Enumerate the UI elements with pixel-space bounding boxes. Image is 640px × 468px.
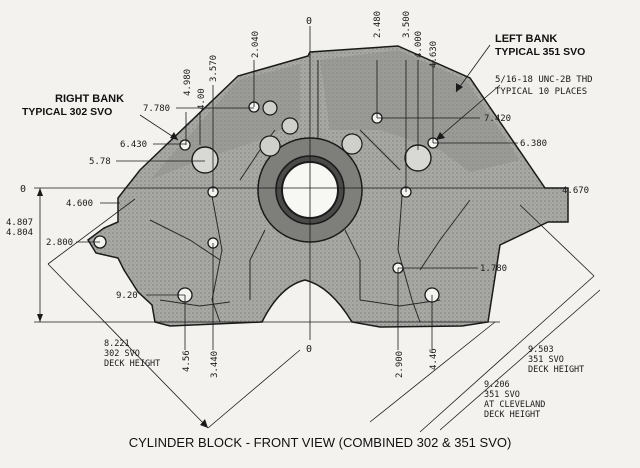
arrowhead (37, 314, 43, 322)
boss-center-2 (262, 100, 278, 116)
deck-diag-left-4 (369, 321, 496, 423)
dim-9206: 9.206 (484, 380, 510, 390)
dim-9206-cleveland: AT CLEVELAND (484, 400, 545, 410)
dim-4670: 4.670 (562, 186, 589, 196)
dim-9503: 9.503 (528, 345, 554, 355)
dim-9206-deck: DECK HEIGHT (484, 410, 540, 420)
dim-1780: 1.780 (480, 264, 507, 274)
deck-diag-left-2 (419, 275, 595, 433)
thread-note: 5/16-18 UNC-2B THD (495, 75, 593, 85)
dim-7780: 7.780 (143, 104, 170, 114)
arrowheads (37, 83, 463, 428)
leader-left-bank (455, 44, 491, 93)
water-passage-right (191, 146, 219, 174)
arrowhead (170, 132, 178, 140)
dim-9206-sub: 351 SVO (484, 390, 520, 400)
left-bank-sub: TYPICAL 351 SVO (495, 46, 585, 58)
dim-7420: 7.420 (484, 114, 511, 124)
left-bank-label: LEFT BANK (495, 33, 557, 45)
figure-caption: CYLINDER BLOCK - FRONT VIEW (COMBINED 30… (129, 435, 512, 450)
dim-4807: 4.807 (6, 218, 33, 228)
dim-3570: 3.570 (209, 55, 219, 82)
right-bank-sub: TYPICAL 302 SVO (22, 106, 112, 118)
boss-right-upper (259, 135, 281, 157)
arrowhead (200, 419, 208, 428)
dim-9503-sub: 351 SVO (528, 355, 564, 365)
deck-diag-left (519, 204, 595, 277)
web-lines (149, 60, 471, 323)
dim-8221: 8.221 (104, 339, 130, 349)
dim-400: 4.00 (197, 88, 207, 110)
dim-8221-sub: 302 SVO (104, 349, 140, 359)
dim-9503-deck: DECK HEIGHT (528, 365, 584, 375)
arrowhead (37, 188, 43, 196)
dim-4000: 4.000 (414, 31, 424, 58)
dim-456: 4.56 (182, 350, 192, 372)
right-bank-face (150, 64, 300, 180)
right-bank-label: RIGHT BANK (55, 93, 124, 105)
arrowhead (436, 132, 445, 140)
dim-2480: 2.480 (373, 11, 383, 38)
dim-3500: 3.500 (402, 11, 412, 38)
left-bank-face (320, 50, 520, 172)
dim-920: 9.20 (116, 291, 138, 301)
dim-4600: 4.600 (66, 199, 93, 209)
arrowhead (456, 83, 463, 92)
datum-zero-left: 0 (20, 184, 26, 195)
dim-578: 5.78 (89, 157, 111, 167)
boss-center-1 (281, 117, 299, 135)
deck-diag-right-ext (47, 198, 136, 265)
datum-zero-bottom: 0 (306, 344, 312, 355)
dimension-lines (39, 44, 601, 433)
deck-diag-left-3 (439, 289, 601, 431)
dim-2800: 2.800 (46, 238, 73, 248)
dim-4804: 4.804 (6, 228, 33, 238)
bolt-hole (179, 139, 191, 151)
thread-note-2: TYPICAL 10 PLACES (495, 87, 587, 97)
deck-diag-right-base (207, 349, 301, 429)
dim-4630: 4.630 (429, 41, 439, 68)
dim-446: 4.46 (429, 348, 439, 370)
reference-lines (34, 26, 560, 340)
deck-diag-right (47, 263, 209, 429)
boss-left-upper (341, 133, 363, 155)
dim-2900: 2.900 (395, 351, 405, 378)
dim-3440: 3.440 (210, 351, 220, 378)
dim-6430: 6.430 (120, 140, 147, 150)
dim-6380: 6.380 (520, 139, 547, 149)
leader-thread (435, 84, 501, 141)
datum-zero-top: 0 (306, 16, 312, 27)
dim-4980: 4.980 (183, 69, 193, 96)
dim-2040: 2.040 (251, 31, 261, 58)
dim-8221-deck: DECK HEIGHT (104, 359, 160, 369)
